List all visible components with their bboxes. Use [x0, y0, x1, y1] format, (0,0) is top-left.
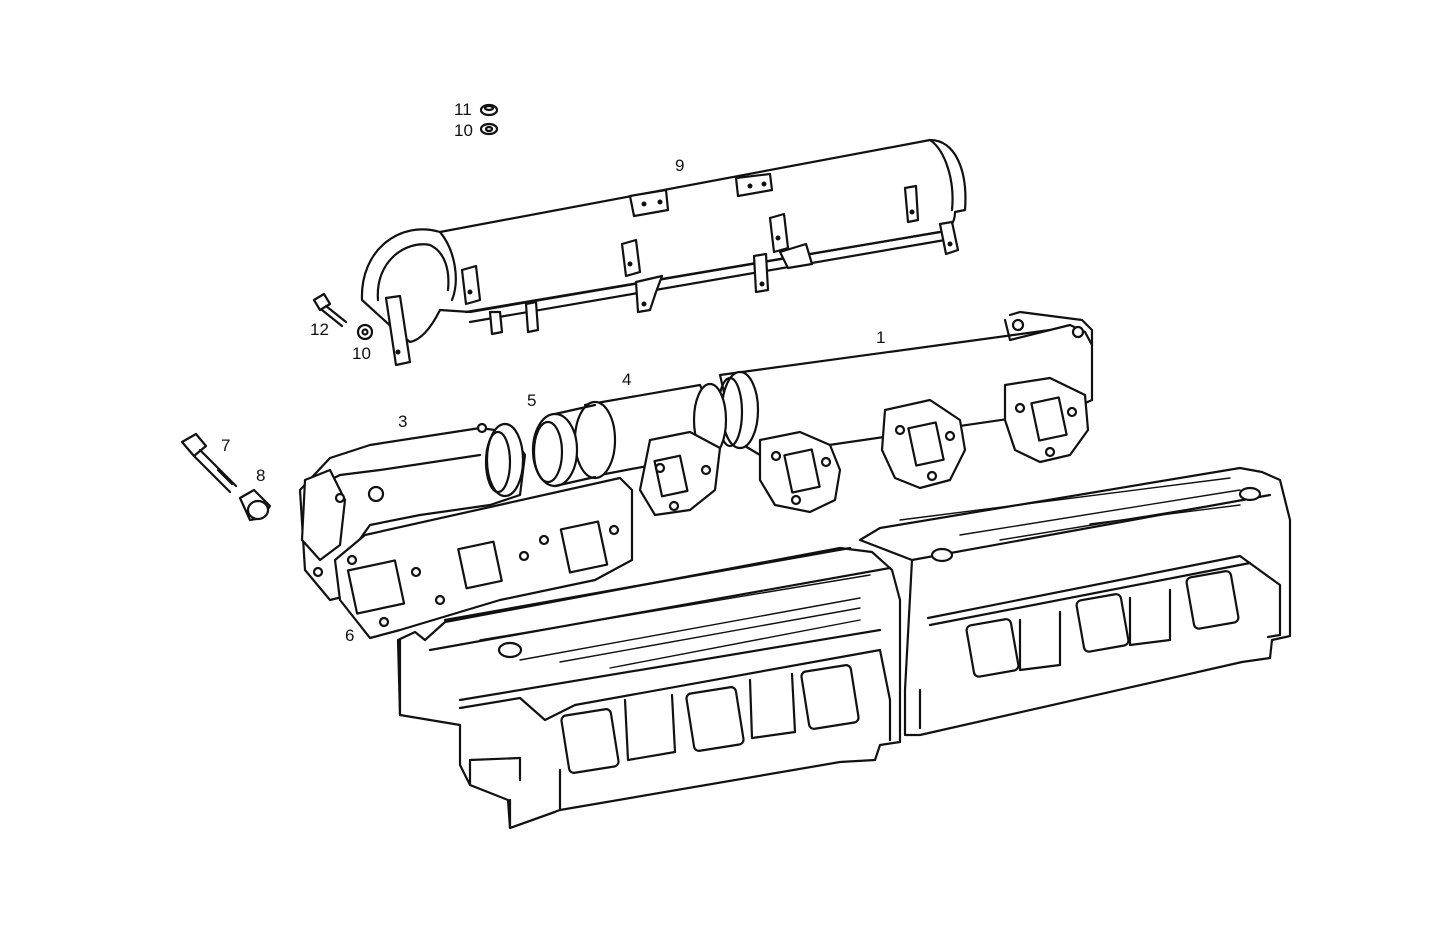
exhaust-manifold-1 [716, 310, 1094, 514]
bolt-7 [180, 432, 238, 494]
callout-9: 9 [675, 156, 684, 175]
callout-11: 11 [454, 100, 472, 119]
gasket-6 [333, 476, 634, 640]
callout-7: 7 [221, 436, 230, 455]
callout-6: 6 [345, 626, 354, 645]
callout-10-side: 10 [352, 344, 371, 363]
callout-3: 3 [398, 412, 407, 431]
callout-4: 4 [622, 370, 631, 389]
callout-1: 1 [876, 328, 885, 347]
nut-11 [479, 103, 499, 117]
cylinder-head-left [396, 546, 902, 830]
bolt-12 [312, 292, 348, 328]
callout-8: 8 [256, 466, 265, 485]
pipe-sleeve-4 [573, 382, 728, 517]
callout-10-top: 10 [454, 121, 473, 140]
spacer-8 [238, 488, 272, 522]
callout-12: 12 [310, 320, 329, 339]
callout-5: 5 [527, 391, 536, 410]
sealing-ring-5 [531, 403, 597, 488]
exhaust-manifold-3 [298, 422, 527, 602]
washer-10-side [356, 323, 374, 341]
washer-10-top [479, 122, 499, 136]
heat-shield-9 [360, 138, 967, 367]
cylinder-head-right [858, 466, 1292, 737]
